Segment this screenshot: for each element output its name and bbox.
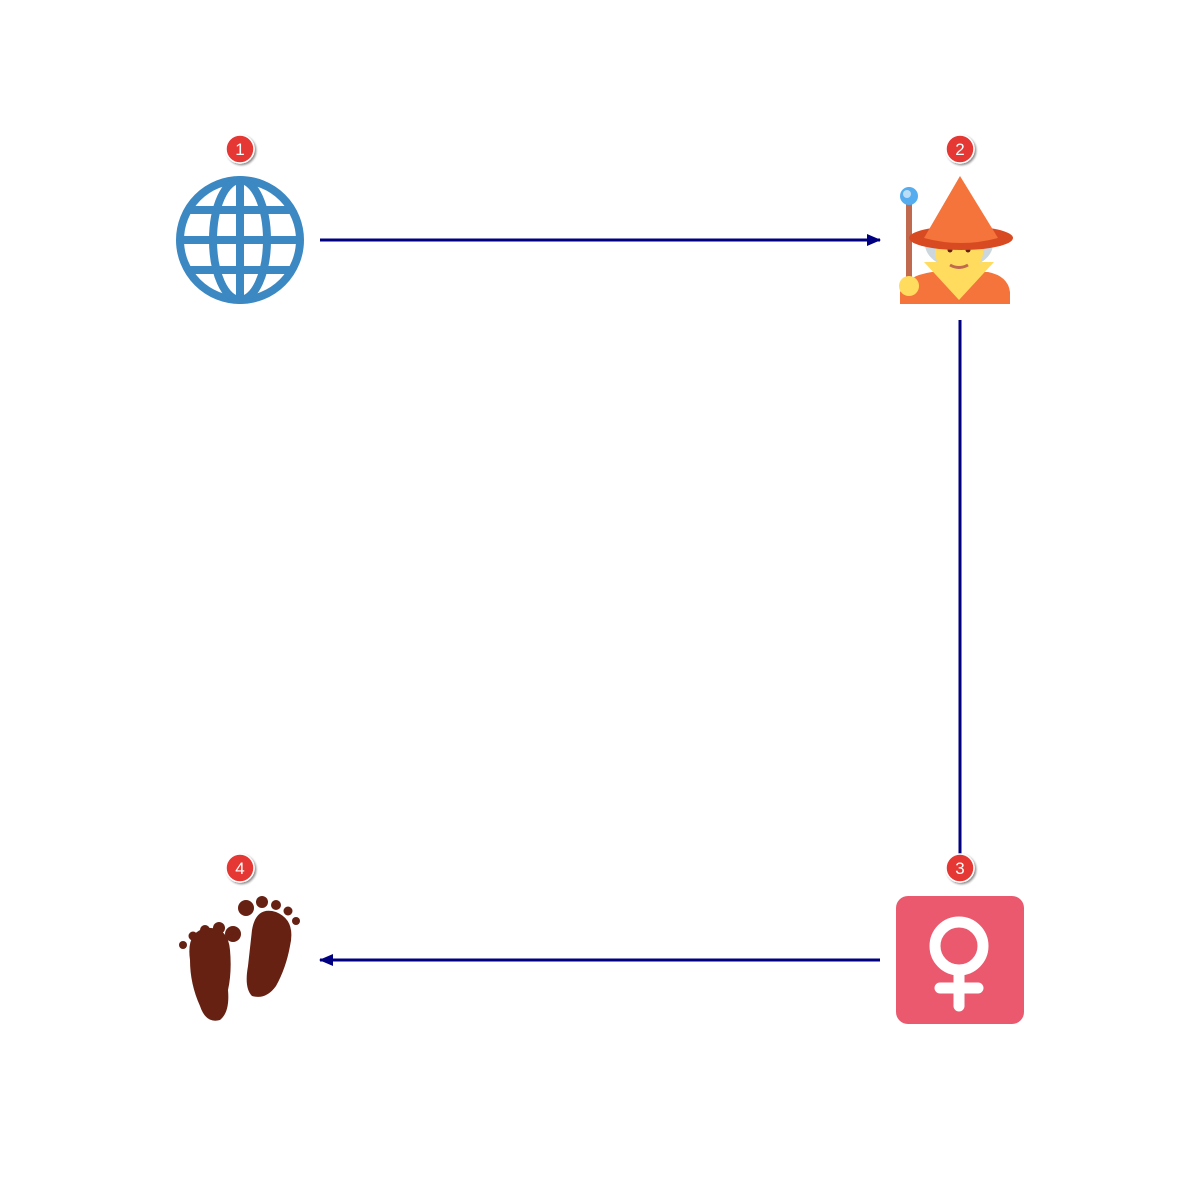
- node-badge: 2: [945, 134, 975, 164]
- badge-number: 2: [955, 140, 964, 159]
- node-3[interactable]: 3: [896, 853, 1024, 1024]
- female-sign-icon: [896, 896, 1024, 1024]
- badge-number: 1: [235, 140, 244, 159]
- node-1[interactable]: 1: [176, 134, 304, 304]
- badge-number: 4: [235, 859, 244, 878]
- node-2[interactable]: 2: [899, 134, 1013, 304]
- badge-number: 3: [955, 859, 964, 878]
- globe-with-meridians-icon: [176, 176, 304, 304]
- node-badge: 1: [225, 134, 255, 164]
- mage-icon: [899, 176, 1013, 304]
- node-4[interactable]: 4: [179, 853, 300, 1021]
- node-badge: 4: [225, 853, 255, 883]
- footprints-icon: [179, 896, 300, 1021]
- node-badge: 3: [945, 853, 975, 883]
